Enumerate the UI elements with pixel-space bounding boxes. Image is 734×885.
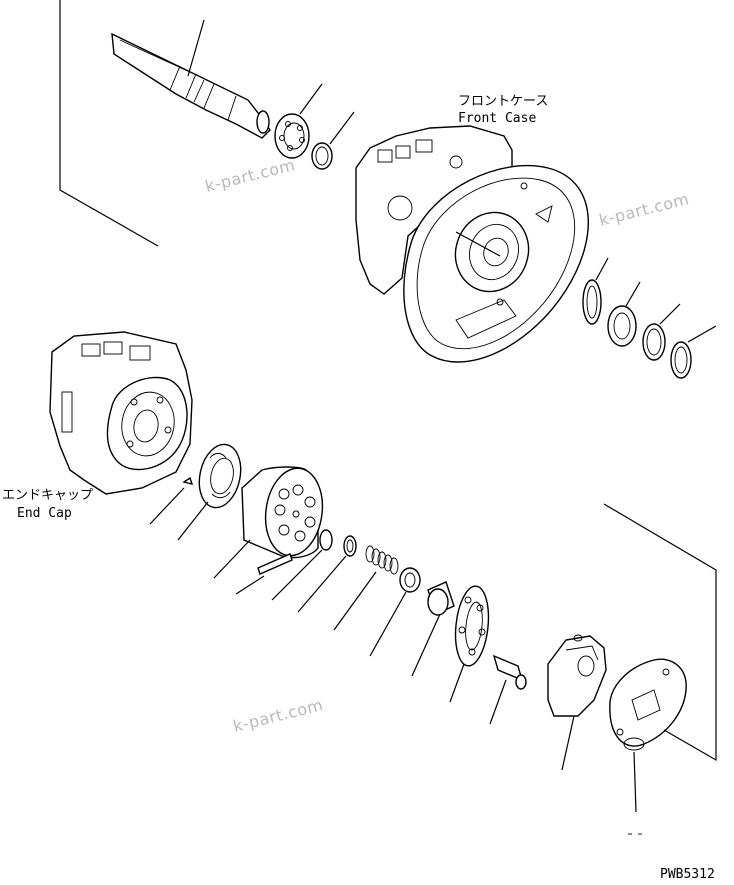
end-cap-pin — [149, 476, 194, 525]
front-case-retainer-ring — [582, 257, 609, 325]
cylinder-block — [213, 466, 324, 579]
cylinder-washer — [297, 535, 357, 613]
swash-plate-support — [609, 658, 687, 813]
swash-plate — [547, 634, 607, 771]
spherical-bushing — [369, 567, 421, 657]
shoe-plate — [449, 585, 490, 703]
front-case — [355, 125, 590, 363]
end-cap-label-en: End Cap — [17, 506, 72, 521]
front-case-washer — [642, 303, 681, 361]
drawing-code: PWB5312 — [660, 867, 715, 882]
front-case-label-en: Front Case — [458, 111, 537, 126]
valve-plate — [177, 443, 242, 541]
cylinder-spring — [333, 545, 399, 631]
front-case-oil-seal — [607, 281, 641, 347]
shaft-group-bracket — [59, 0, 159, 247]
swash-group-bracket — [603, 503, 717, 762]
end-cap — [49, 331, 193, 495]
shaft-bearing — [274, 83, 323, 159]
retainer-sleeve — [411, 581, 455, 677]
front-case-snap-ring — [670, 325, 717, 379]
piston — [489, 654, 527, 725]
end-cap-label-jp: エンドキャップ — [2, 488, 94, 503]
front-case-label-jp: フロントケース — [458, 94, 549, 109]
center-pin — [235, 553, 293, 595]
cylinder-snap-ring — [271, 529, 333, 601]
shaft-snap-ring — [311, 111, 355, 170]
drive-shaft — [111, 19, 271, 139]
